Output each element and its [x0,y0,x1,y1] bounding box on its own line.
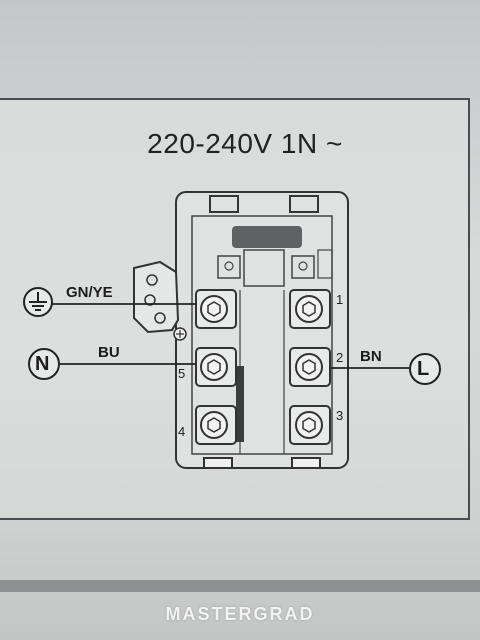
terminal-number-2: 2 [336,350,344,365]
terminal-1 [289,289,331,329]
terminal-5 [195,347,237,387]
watermark: MASTERGRAD [165,604,315,624]
terminal-number-5: 5 [178,366,186,381]
terminal-3 [289,405,331,445]
bottom-tab-left [203,457,233,469]
live-wire-label: BN [360,348,382,365]
bottom-tab-right [291,457,321,469]
terminal-number-4: 4 [178,424,186,439]
terminal-number-1: 1 [336,292,344,307]
voltage-title: 220-240V 1N ~ [147,128,343,159]
terminal-2 [289,347,331,387]
terminal-number-3: 3 [336,408,344,423]
latch-tab-left [209,195,239,213]
page-edge-strip [0,580,480,592]
terminal-4 [195,405,237,445]
dark-plate [232,226,302,248]
neutral-symbol-circle [28,348,60,380]
live-symbol: L [417,358,430,380]
earth-bracket [133,260,180,334]
neutral-symbol: N [35,353,50,375]
neutral-wire-label: BU [98,344,120,361]
terminal-earth [195,289,237,329]
latch-tab-right [289,195,319,213]
earth-symbol-icon [23,287,53,317]
earth-wire-label: GN/YE [66,284,113,301]
live-symbol-circle [409,353,441,385]
